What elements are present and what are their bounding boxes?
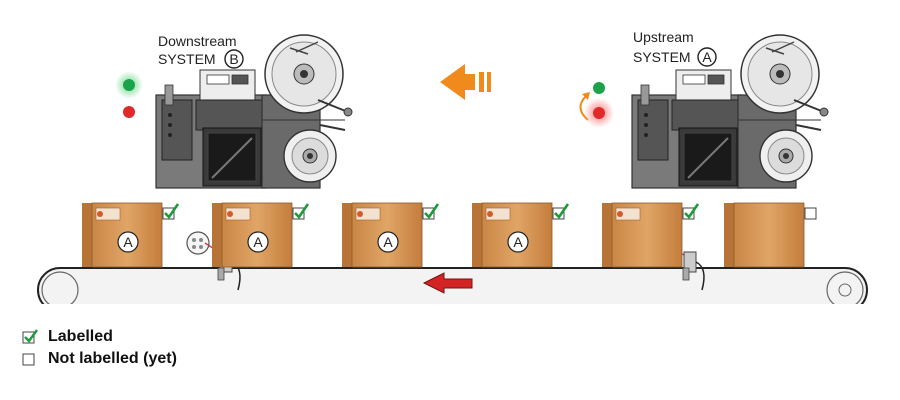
upstream-badge-circle [697,47,717,67]
label-logo-icon [97,211,103,217]
upstream-system-label: SYSTEM [633,49,691,65]
downstream-badge-circle [224,49,244,69]
switch-arrow-icon [579,95,589,121]
legend-labelled-row: Labelled [22,328,113,346]
check-icon [424,203,440,220]
box-6 [724,202,817,268]
labelled-checkbox [422,207,435,220]
downstream-system: Downstream SYSTEM B [115,33,353,189]
labelled-check-icon [22,329,38,344]
legend-labelled-label: Labelled [48,328,113,345]
box-side [82,203,94,267]
label-logo-icon [227,211,233,217]
box-side [472,203,484,267]
box-system-badge [117,231,139,253]
applied-label [485,207,511,221]
labelled-checkbox [162,207,175,220]
box-5 [602,202,700,268]
empty-checkbox-icon [22,353,35,366]
box-4: A [472,202,570,268]
check-icon [294,203,310,220]
status-light-red [593,107,605,119]
downstream-badge-letter: B [229,51,238,67]
labelling-machine [631,34,829,189]
labelled-checkbox [682,207,695,220]
downstream-title: Downstream [158,33,237,49]
labelled-checkbox [292,207,305,220]
box-system-letter: A [123,234,133,250]
box-system-badge [247,231,269,253]
box-side [602,203,614,267]
check-icon [554,203,570,220]
legend-not-labelled-row: Not labelled (yet) [22,350,177,368]
box-2: A [212,202,310,268]
applied-label [615,207,641,221]
box-side [342,203,354,267]
flow-direction-arrow [440,64,491,100]
legend-not-labelled-label: Not labelled (yet) [48,350,177,367]
box-side [212,203,224,267]
conveyor-direction-arrow [422,272,473,294]
box-system-letter: A [513,234,523,250]
upstream-title: Upstream [633,29,694,45]
status-light-red [123,106,135,118]
box-system-badge [507,231,529,253]
upstream-system: Upstream SYSTEM A [579,29,829,189]
box-side [724,203,736,267]
labelled-checkbox [552,207,565,220]
box-system-letter: A [383,234,393,250]
box-face [733,202,805,268]
label-logo-icon [487,211,493,217]
applied-label [355,207,381,221]
label-logo-icon [617,211,623,217]
check-icon [164,203,180,220]
status-light-green [123,79,135,91]
label-logo-icon [357,211,363,217]
downstream-system-label: SYSTEM [158,51,216,67]
applied-label [225,207,251,221]
box-1: A [82,202,180,268]
not-labelled-checkbox [804,207,817,220]
legend: Labelled Not labelled (yet) [0,304,900,400]
applied-label [95,207,121,221]
box-system-letter: A [253,234,263,250]
status-light-green [593,82,605,94]
box-system-badge [377,231,399,253]
upstream-badge-letter: A [702,49,712,65]
box-3: A [342,202,440,268]
labelling-machine [155,34,353,189]
check-icon [684,203,700,220]
